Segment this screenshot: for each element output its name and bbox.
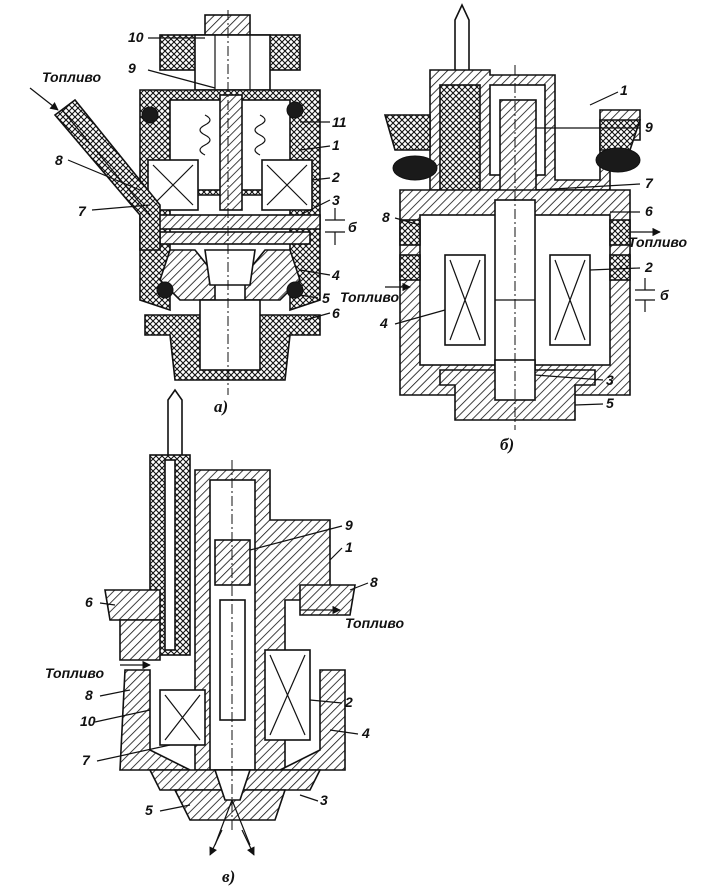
view-c-part-label: 10	[80, 713, 96, 729]
view-c-part-label: 3	[320, 792, 328, 808]
view-a-part-label: 10	[128, 29, 144, 45]
view-c-injector	[104, 388, 356, 846]
view-a-part-label: 8	[55, 152, 63, 168]
view-a-part-label: 3	[332, 192, 340, 208]
view-a-part-label: 5	[322, 290, 330, 306]
view-a-part-label: 4	[331, 267, 340, 283]
view-c-caption: в)	[222, 867, 235, 886]
view-b-part-label: 9	[645, 119, 653, 135]
view-b-part-label: 3	[606, 372, 614, 388]
view-c-fuel-out-label: Топливо	[345, 615, 404, 631]
view-a-part-label: 9	[128, 60, 136, 76]
view-a-part-label: 6	[332, 305, 340, 321]
view-b-fuel-out-label: Топливо	[628, 234, 687, 250]
view-b-fuel-in-label: Топливо	[340, 289, 399, 305]
view-c-part-label: 8	[370, 574, 378, 590]
view-c-part-label: 5	[145, 802, 153, 818]
view-a-injector	[53, 10, 345, 395]
view-b-part-label: б	[660, 287, 669, 303]
view-b-part-label: 4	[379, 315, 388, 331]
view-c-part-label: 6	[85, 594, 93, 610]
view-a-part-label: 7	[78, 203, 87, 219]
leader-lines	[67, 37, 641, 812]
view-a-part-label: 2	[331, 169, 340, 185]
view-c-part-label: 7	[82, 752, 91, 768]
view-b-part-label: 2	[644, 259, 653, 275]
view-a-caption: а)	[214, 397, 228, 416]
view-b-part-label: 7	[645, 175, 654, 191]
view-b-part-label: 6	[645, 203, 653, 219]
view-b-part-label: 1	[620, 82, 628, 98]
view-b-part-label: 5	[606, 395, 614, 411]
fuel-in-arrow-a	[29, 87, 59, 111]
view-b-caption: б)	[500, 435, 514, 454]
view-a-part-label: 11	[332, 114, 347, 130]
view-c-part-label: 4	[361, 725, 370, 741]
view-a-part-label: б	[348, 219, 357, 235]
spray-arrow-right	[241, 829, 255, 856]
view-c-part-label: 9	[345, 517, 353, 533]
view-a-part-label: 1	[332, 137, 340, 153]
view-a-fuel-label: Топливо	[42, 69, 101, 85]
view-b-injector	[383, 3, 655, 430]
spray-arrow-left	[209, 829, 223, 856]
view-c-part-label: 1	[345, 539, 353, 555]
view-b-part-label: 8	[382, 209, 390, 225]
view-c-fuel-in-label: Топливо	[45, 665, 104, 681]
view-c-part-label: 8	[85, 687, 93, 703]
view-c-part-label: 2	[344, 694, 353, 710]
